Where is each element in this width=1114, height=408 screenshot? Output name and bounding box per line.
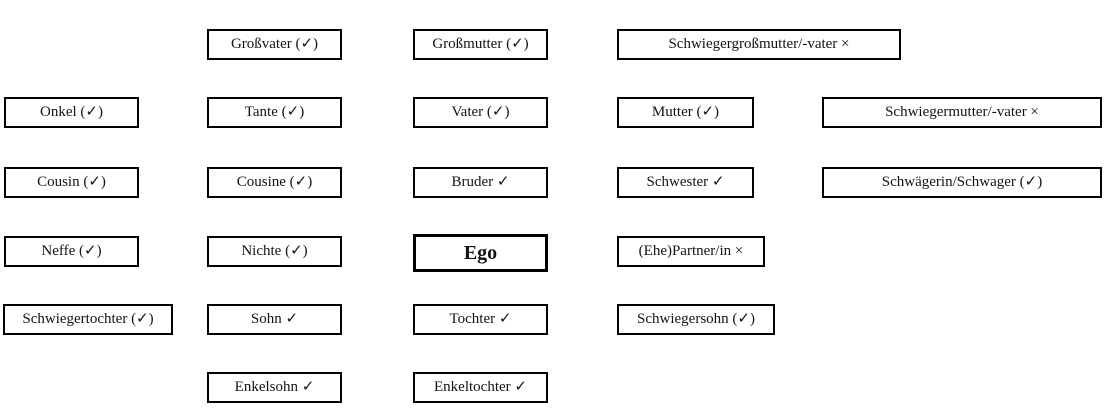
node-grossvater: Großvater (✓): [207, 29, 342, 60]
node-enkeltochter: Enkeltochter ✓: [413, 372, 548, 403]
node-neffe: Neffe (✓): [4, 236, 139, 267]
node-bruder: Bruder ✓: [413, 167, 548, 198]
node-onkel: Onkel (✓): [4, 97, 139, 128]
node-label: Tochter ✓: [449, 311, 512, 327]
node-enkelsohn: Enkelsohn ✓: [207, 372, 342, 403]
node-schwiegertochter: Schwiegertochter (✓): [3, 304, 173, 335]
node-sohn: Sohn ✓: [207, 304, 342, 335]
node-schwiegersohn: Schwiegersohn (✓): [617, 304, 775, 335]
node-label: Cousine (✓): [236, 174, 313, 190]
node-ehepartner: (Ehe)Partner/in ×: [617, 236, 765, 267]
node-label: Enkeltochter ✓: [434, 379, 527, 395]
node-schwiegereltern: Schwiegermutter/-vater ×: [822, 97, 1102, 128]
node-label: Großmutter (✓): [432, 36, 529, 52]
node-label: Neffe (✓): [41, 243, 102, 259]
node-label: Schwiegersohn (✓): [637, 311, 755, 327]
node-label: Nichte (✓): [241, 243, 308, 259]
node-label: Schwester ✓: [646, 174, 725, 190]
node-label: Sohn ✓: [250, 311, 299, 327]
node-label: Cousin (✓): [37, 174, 106, 190]
node-label: Onkel (✓): [40, 104, 103, 120]
node-grossmutter: Großmutter (✓): [413, 29, 548, 60]
node-nichte: Nichte (✓): [207, 236, 342, 267]
node-vater: Vater (✓): [413, 97, 548, 128]
node-tante: Tante (✓): [207, 97, 342, 128]
node-schwiegergrosseltern: Schwiegergroßmutter/-vater ×: [617, 29, 901, 60]
node-label: Bruder ✓: [451, 174, 510, 190]
node-label: Vater (✓): [451, 104, 510, 120]
node-label: Großvater (✓): [230, 36, 319, 52]
node-label: Schwiegergroßmutter/-vater ×: [668, 36, 850, 52]
node-label: Tante (✓): [244, 104, 305, 120]
node-mutter: Mutter (✓): [617, 97, 754, 128]
node-label: Schwägerin/Schwager (✓): [881, 174, 1043, 190]
node-cousin: Cousin (✓): [4, 167, 139, 198]
node-label: (Ehe)Partner/in ×: [638, 243, 744, 259]
node-label: Enkelsohn ✓: [234, 379, 315, 395]
node-ego: Ego: [413, 234, 548, 272]
node-label: Schwiegertochter (✓): [22, 311, 154, 327]
node-schwester: Schwester ✓: [617, 167, 754, 198]
node-tochter: Tochter ✓: [413, 304, 548, 335]
node-schwaegerin-schwager: Schwägerin/Schwager (✓): [822, 167, 1102, 198]
node-label: Mutter (✓): [651, 104, 720, 120]
node-cousine: Cousine (✓): [207, 167, 342, 198]
node-label: Schwiegermutter/-vater ×: [885, 104, 1039, 120]
node-label: Ego: [463, 242, 498, 264]
